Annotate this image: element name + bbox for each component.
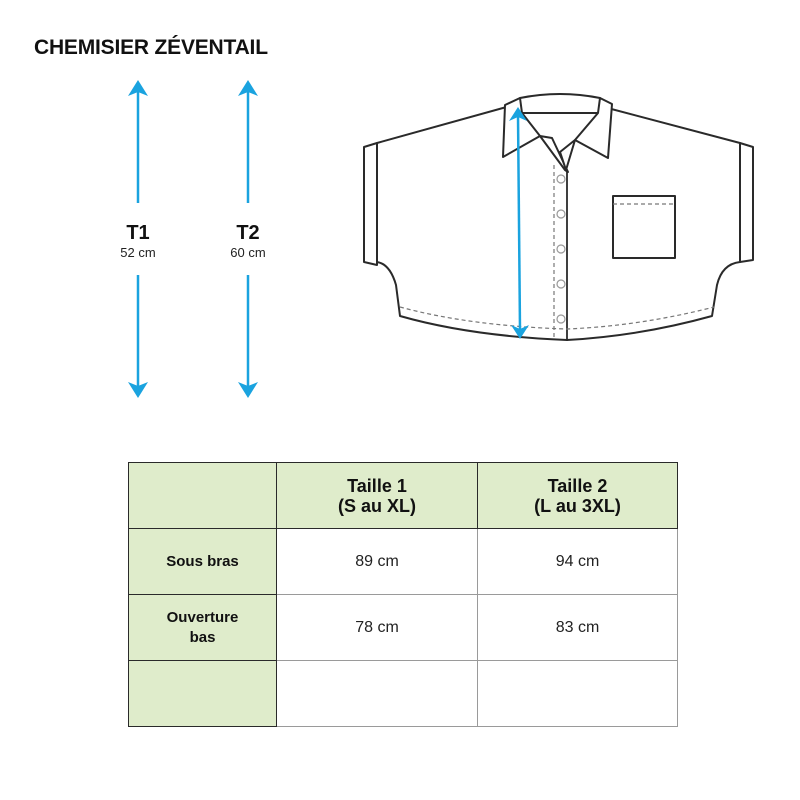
measurement-t2: T2 60 cm (208, 222, 288, 262)
column-header-taille-2: Taille 2 (L au 3XL) (477, 462, 678, 529)
cell-taille-2 (477, 660, 678, 727)
measurement-code: T1 (126, 222, 150, 244)
buttons (556, 174, 566, 324)
table-header-row: Taille 1 (S au XL) Taille 2 (L au 3XL) (128, 462, 678, 529)
cell-taille-1: 89 cm (276, 528, 478, 595)
page-title: CHEMISIER ZÉVENTAIL (34, 36, 268, 59)
shirt-icon (363, 93, 754, 341)
measurement-code: T2 (236, 222, 260, 244)
cell-taille-1: 78 cm (276, 594, 478, 661)
row-header-empty (128, 660, 277, 727)
table-row: Ouverture bas 78 cm 83 cm (128, 594, 678, 661)
row-header-ouverture-bas: Ouverture bas (128, 594, 277, 661)
measurement-arrows (128, 80, 258, 398)
measurement-t1: T1 52 cm (98, 222, 178, 262)
table-row: Sous bras 89 cm 94 cm (128, 528, 678, 595)
arrow-t2-icon (238, 80, 258, 398)
measurement-value: 60 cm (230, 245, 266, 260)
measurement-value: 52 cm (120, 245, 156, 260)
arrow-t1-icon (128, 80, 148, 398)
cell-taille-1 (276, 660, 478, 727)
table-corner-cell (128, 462, 277, 529)
cell-taille-2: 94 cm (477, 528, 678, 595)
length-arrow-icon (509, 107, 529, 339)
table-row (128, 660, 678, 727)
row-header-sous-bras: Sous bras (128, 528, 277, 595)
size-table: Taille 1 (S au XL) Taille 2 (L au 3XL) S… (128, 462, 678, 727)
column-header-taille-1: Taille 1 (S au XL) (276, 462, 478, 529)
cell-taille-2: 83 cm (477, 594, 678, 661)
